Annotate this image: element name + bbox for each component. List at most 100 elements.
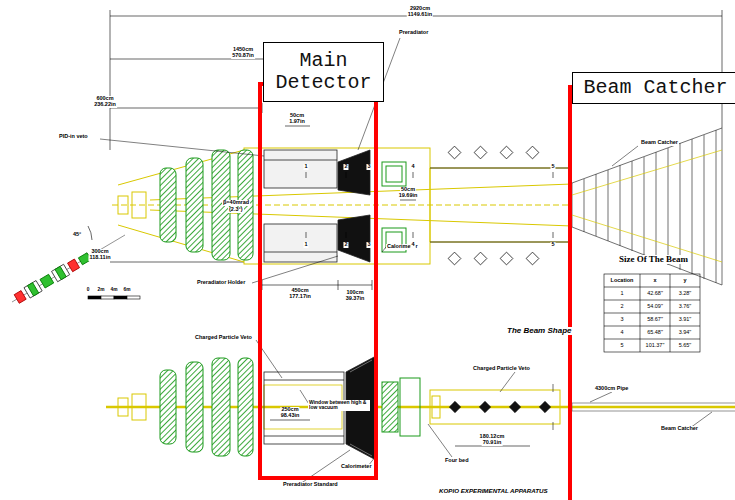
dimension: 19.69in (398, 193, 419, 199)
table-cell: 3.76" (679, 304, 692, 310)
callout-tick (306, 172, 553, 238)
beam-catcher-bar (572, 403, 735, 411)
callout-tick (306, 232, 307, 238)
detector-module (264, 224, 337, 262)
dimension: 118.11in (88, 255, 111, 261)
dimension-line (372, 280, 373, 290)
callout-number: 2 (343, 164, 348, 170)
beamline-arm (12, 235, 125, 302)
scale-bar (114, 296, 127, 299)
beam-envelope (112, 205, 572, 206)
beam-catcher-module (572, 128, 722, 285)
region-heading-box: Main Detector (263, 42, 384, 102)
beamline-arm (12, 226, 125, 304)
beam-size-table (604, 339, 700, 340)
scale-bar (127, 296, 140, 299)
callout-number: 1 (303, 164, 308, 170)
pipe-module (553, 422, 554, 430)
part-label: Charged Particle Veto (472, 366, 531, 372)
pipe-module (479, 401, 490, 412)
callout-number: 3 (366, 242, 371, 248)
scale-bar (88, 296, 101, 299)
table-cell: 5.65" (679, 343, 692, 349)
beam-envelope (244, 148, 430, 264)
calorimeter-block (382, 162, 406, 186)
sweeping-magnet (160, 150, 253, 260)
dimension: 100cm (345, 290, 364, 296)
dimension: β=40mrad (222, 200, 250, 206)
callout-number: 4 (410, 164, 415, 170)
part-label: Preradiator (398, 30, 429, 36)
beam-catcher-module (584, 179, 585, 232)
beam-size-table (604, 274, 700, 352)
beam-catcher-module (596, 174, 597, 236)
dimension: 39.37in (345, 296, 366, 302)
veto-counter (526, 252, 539, 265)
detector-module (338, 150, 370, 195)
dimension-line (262, 285, 338, 286)
dimension: 50cm (400, 187, 416, 193)
detector-module (264, 356, 376, 460)
dimension-line (338, 285, 372, 286)
detector-module (350, 360, 372, 372)
dimension-line (400, 200, 416, 201)
beam-envelope (112, 148, 572, 264)
dimension: 450cm (290, 288, 309, 294)
pipe-module (509, 401, 520, 412)
veto-counter (526, 146, 539, 159)
veto-counter (430, 242, 570, 243)
dimension: 1450cm (232, 47, 254, 53)
callout-number: 4 (410, 242, 415, 248)
table-cell: 3 (620, 317, 623, 323)
dimension-line (110, 108, 262, 109)
dimension: 600cm (95, 96, 114, 102)
dimension: 177.17in (288, 294, 312, 300)
angle-label: 45° (72, 232, 82, 238)
beam-catcher-module (572, 150, 722, 195)
calorimeter-block (386, 166, 402, 182)
dimension: 1.97in (288, 119, 306, 125)
dimension-line (285, 126, 310, 127)
region-title: Main Detector (264, 50, 383, 93)
veto-counter (474, 146, 487, 159)
table-cell: y (683, 278, 686, 284)
pipe-module (449, 384, 553, 430)
veto-counter (448, 146, 461, 159)
beam-catcher-module (572, 128, 722, 285)
callout-tick (346, 172, 347, 178)
table-cell: 3.28" (679, 291, 692, 297)
table-cell: 3.94" (679, 330, 692, 336)
figure-note: The Beam Shape (506, 327, 572, 335)
beam-axis (432, 396, 440, 418)
scale-label: 4m (110, 287, 119, 292)
part-label: Charged Particle Veto (194, 335, 253, 341)
leader-line (612, 146, 638, 166)
region-box: Main Detector (258, 82, 378, 480)
part-label: Calorimeter (340, 464, 373, 470)
leader-line (428, 424, 452, 457)
table-cell: Location (611, 278, 634, 284)
beam-axis (430, 390, 560, 424)
veto-counter (500, 146, 513, 159)
beamline-arm (55, 266, 66, 279)
beam-catcher-module (620, 165, 621, 246)
calorimeter-block (382, 382, 398, 432)
veto-counter (448, 252, 461, 265)
table-cell: 42.68" (647, 291, 663, 297)
veto-counter (474, 252, 487, 265)
dimension: 570.87in (231, 53, 255, 59)
beam-envelope (430, 168, 570, 242)
dimension: 180.12cm (479, 434, 506, 440)
dimension: (2.3°) (228, 207, 244, 213)
callout-number: 5 (550, 164, 555, 170)
beam-envelope (132, 192, 146, 218)
sweeping-magnet (160, 370, 176, 444)
callout-number: 2 (343, 242, 348, 248)
detector-module (350, 444, 372, 456)
leader-line (100, 139, 264, 156)
beamline-arm (40, 274, 54, 288)
part-label: Beam Catcher (640, 140, 679, 146)
sweeping-magnet (238, 358, 253, 456)
table-cell: x (653, 278, 656, 284)
callout-tick (553, 232, 554, 238)
